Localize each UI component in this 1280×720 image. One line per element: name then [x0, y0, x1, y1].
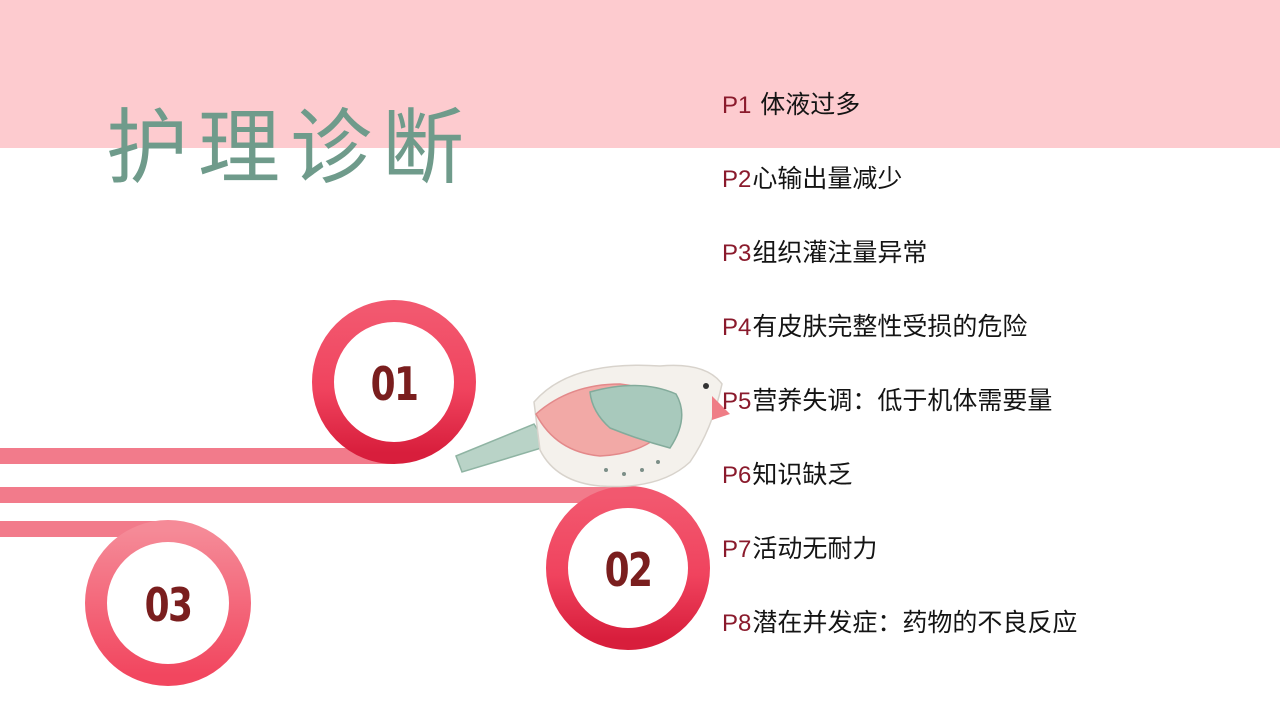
ribbon-1 [0, 448, 395, 464]
badge-number-03: 03 [144, 578, 193, 632]
item-text: 潜在并发症：药物的不良反应 [752, 608, 1078, 637]
item-text: 知识缺乏 [752, 460, 853, 489]
item-text: 组织灌注量异常 [752, 238, 928, 267]
bird-illustration [455, 364, 730, 488]
list-item: P3组织灌注量异常 [722, 234, 1077, 308]
item-code: P3 [722, 240, 752, 267]
item-text: 有皮肤完整性受损的危险 [752, 312, 1028, 341]
item-code: P6 [722, 462, 752, 489]
ribbon-2 [0, 487, 628, 503]
list-item: P5营养失调：低于机体需要量 [722, 382, 1077, 456]
list-item: P8潜在并发症：药物的不良反应 [722, 604, 1077, 678]
page-title: 护理诊断 [106, 101, 475, 196]
item-text: 活动无耐力 [752, 534, 878, 563]
item-code: P2 [722, 166, 752, 193]
list-item: P1 体液过多 [722, 86, 1077, 160]
list-item: P7活动无耐力 [722, 530, 1077, 604]
ring-03 [85, 520, 251, 686]
item-code: P5 [722, 388, 752, 415]
badge-number-01: 01 [370, 357, 419, 411]
list-item: P4有皮肤完整性受损的危险 [722, 308, 1077, 382]
list-item: P2心输出量减少 [722, 160, 1077, 234]
ring-02 [546, 486, 710, 650]
diagnosis-list: P1 体液过多 P2心输出量减少 P3组织灌注量异常 P4有皮肤完整性受损的危险… [722, 86, 1077, 678]
item-text: 心输出量减少 [752, 164, 903, 193]
item-code: P4 [722, 314, 752, 341]
ring-01 [312, 300, 476, 464]
item-code: P1 [722, 92, 752, 119]
item-text: 营养失调：低于机体需要量 [752, 386, 1053, 415]
list-item: P6知识缺乏 [722, 456, 1077, 530]
item-code: P8 [722, 610, 752, 637]
top-pink-band [0, 0, 1280, 148]
item-code: P7 [722, 536, 752, 563]
badge-number-02: 02 [604, 543, 653, 597]
item-text: 体液过多 [752, 90, 861, 119]
